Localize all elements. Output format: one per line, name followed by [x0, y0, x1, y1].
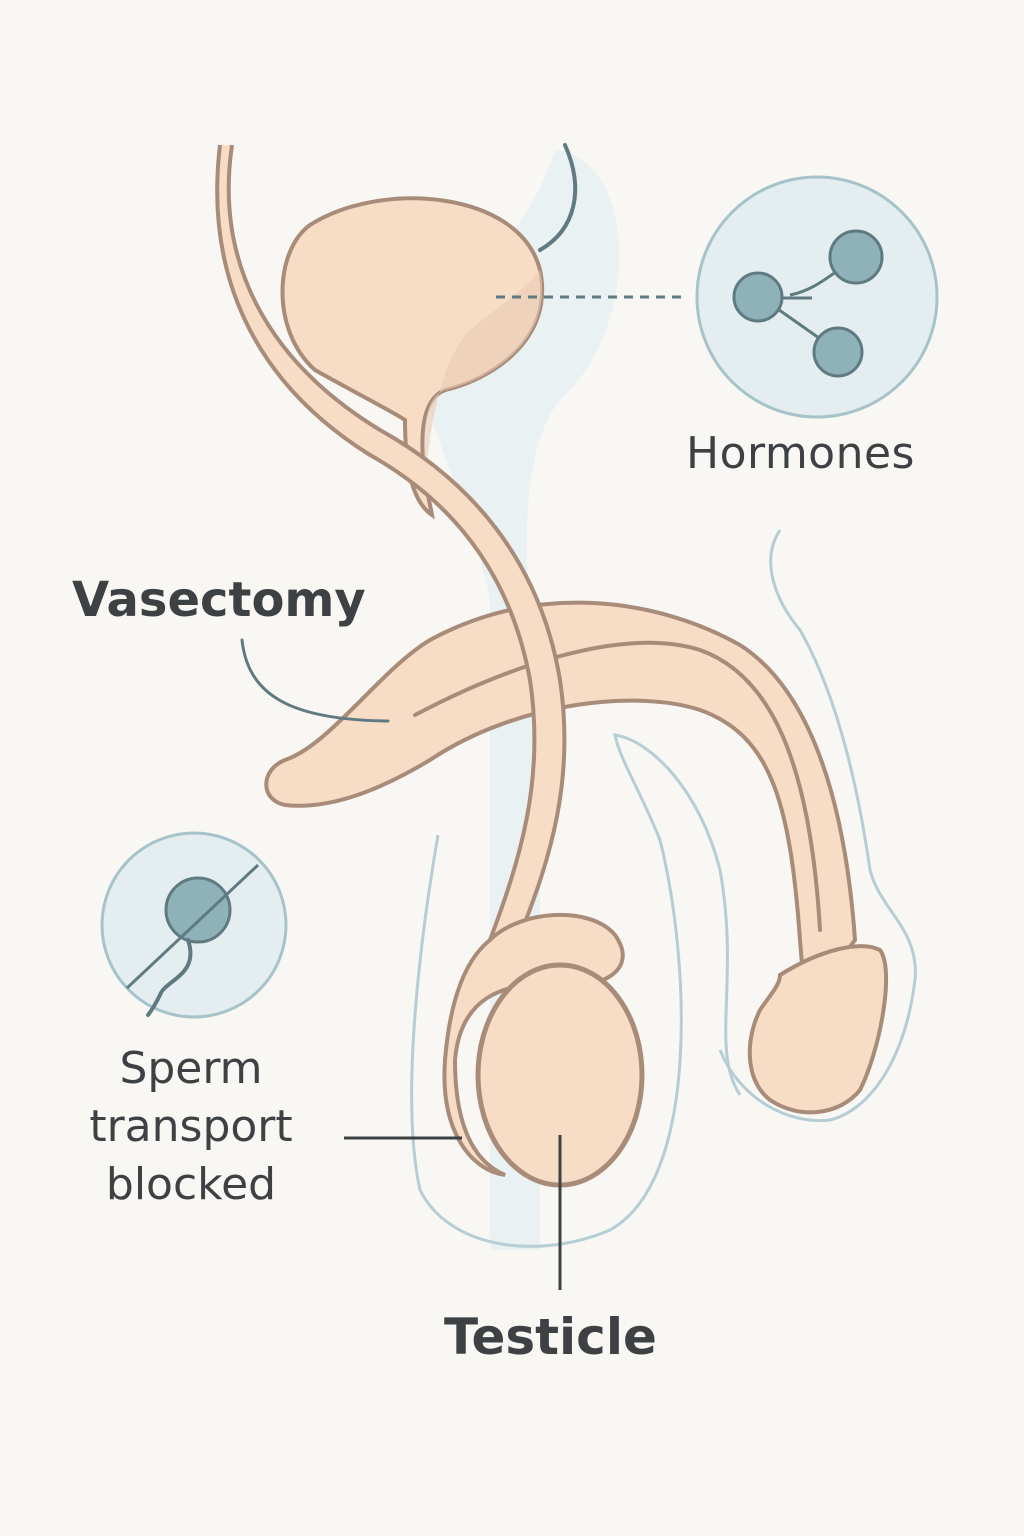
vasectomy-leader [240, 638, 390, 723]
sperm-label-line-3: blocked [105, 1159, 277, 1210]
testicle-label: Testicle [444, 1308, 657, 1366]
penis-shaft [264, 600, 858, 1005]
sperm-transport-blocked-label: Sperm transport blocked [60, 1040, 322, 1214]
blocked-sperm-icon [100, 831, 288, 1019]
bladder-shadow [424, 270, 543, 480]
urethra-line [413, 640, 822, 932]
glans [747, 944, 889, 1115]
scrotum-outline [410, 733, 742, 1248]
sperm-label-line-1: Sperm [119, 1043, 263, 1094]
rectum-line [538, 143, 578, 252]
penis-outline [718, 529, 917, 1123]
sperm-label-line-2: transport [89, 1101, 293, 1152]
molecule-icon [695, 175, 939, 419]
hormones-label: Hormones [686, 428, 915, 479]
vasectomy-label: Vasectomy [72, 572, 366, 628]
